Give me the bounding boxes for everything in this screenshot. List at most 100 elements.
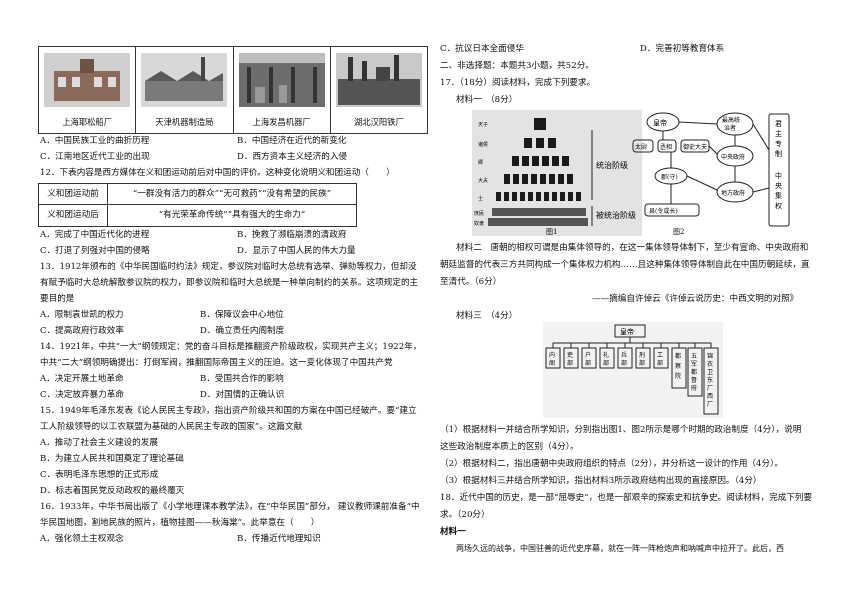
node-label: 最高统 <box>722 116 740 124</box>
q11-option: D．西方资本主义经济的入侵 <box>237 152 348 162</box>
figure-caption: 图2 <box>673 228 684 236</box>
q14-option: A．决定开展土地革命 <box>40 374 124 384</box>
node-label: 户 <box>585 351 591 359</box>
node-label: 地方政府 <box>721 189 745 197</box>
q13-option: C．提高政府行政效率 <box>40 326 124 336</box>
q17-heading: 17．（18分）阅读材料，完成下列要求。 <box>440 78 596 88</box>
q12-table: 义和团运动前 “一群没有活力的群众”“无可救药”“没有希望的民族” 义和团运动后… <box>38 183 357 227</box>
pyramid-graphic: 天子 诸侯 卿 大夫 士 庶民 奴隶 统治阶级 被统治阶级 图1 <box>472 110 642 236</box>
figure-caption: 图1 <box>546 228 557 236</box>
rank-label: 诸侯 <box>478 141 488 148</box>
question-line: 这些政治制度本质上的区别（4分）。 <box>440 442 579 452</box>
q15-line: 15．1949年毛泽东发表《论人民民主专政》，指出资产阶级共和国的方案在中国已经… <box>40 406 417 416</box>
q16-option: A．强化领土主权观念 <box>40 534 124 544</box>
q13-line: 13．1912年颁布的《中华民国临时约法》规定，参议院对临时大总统有选举、弹劾等… <box>40 262 417 272</box>
node-label: 锦 <box>707 352 713 360</box>
node-label: 礼 <box>603 351 609 359</box>
q15-line: 工人阶级领导的以工农联盟为基础的人民民主专政的国家”。这篇文献 <box>40 422 303 432</box>
table-row: 义和团运动前 “一群没有活力的群众”“无可救药”“没有希望的民族” <box>39 184 356 205</box>
node-label: 皇帝 <box>653 118 667 127</box>
q13-option: A．限制袁世凯的权力 <box>40 310 124 320</box>
q13-line: 有赋予临时大总统解散参议院的权力，即参议院和临时大总统是一种单向制约的关系。这项… <box>40 278 419 288</box>
node-label: 郡(守) <box>661 173 678 181</box>
node-label: 部 <box>639 359 645 367</box>
node-label: 都 <box>675 352 681 360</box>
q14-option: D．对国情的正确认识 <box>200 390 285 400</box>
node-label: 兵 <box>621 351 627 359</box>
rank-label: 奴隶 <box>474 220 484 227</box>
material-2-line: 至清代。（6分） <box>440 277 502 287</box>
node-label: 工 <box>657 352 663 359</box>
factory-photo <box>238 53 325 107</box>
question-line: 18．近代中国的历史，是一部“屈辱史”，也是一部艰辛的探索史和抗争史。阅读材料，… <box>440 493 813 503</box>
node-label: 君 <box>775 120 782 128</box>
q14-option: B．受国共合作的影响 <box>200 374 284 384</box>
node-label: 治者 <box>724 124 736 132</box>
node-label: 御史大夫 <box>683 143 707 151</box>
question-line: （3）根据材料三并结合所学知识，指出材料3所示政府结构出现的直接原因。（4分） <box>440 476 762 486</box>
node-label: 权 <box>775 201 782 210</box>
material-line: 两场久远的战争，中国驻善的近代史序幕，就在一阵一阵枪炮声和呐喊声中拉开了。此后，… <box>456 544 784 553</box>
node-label: 专 <box>775 139 782 148</box>
material-2-line: 材料二 唐朝的相权可谓是由集体领导的，在这一集体领导体制下，至少有宣命、中央政府… <box>456 243 809 253</box>
rank-label: 大夫 <box>478 177 488 184</box>
node-label: 丞相 <box>660 143 672 151</box>
node-label: 部 <box>585 359 591 367</box>
node-label: 军 <box>691 361 697 368</box>
q14-line: 14．1921年，中共“一大”纲领规定：党的奋斗目标是推翻资产阶级政权，实现共产… <box>40 342 422 352</box>
figure-1-pyramid: 天子 诸侯 卿 大夫 士 庶民 奴隶 统治阶级 被统治阶级 图1 <box>472 110 642 236</box>
material-label: 材料一 <box>440 527 466 537</box>
node-label: 主 <box>775 129 782 138</box>
question-line: （1）根据材料一并结合所学知识，分别指出图1、图2所示是哪个时期的政治制度（4分… <box>440 425 802 435</box>
q16-line: 华民国地图，割地民族的照片，植物挂图——秋海棠”。此举意在（ ） <box>40 518 320 528</box>
node-label: 中央政府 <box>721 153 745 161</box>
q12-option: A．完成了中国近代化的进程 <box>40 230 150 240</box>
node-label: 都 <box>691 368 697 376</box>
node-label: 厂 <box>707 401 713 408</box>
node-label: 府 <box>691 384 697 392</box>
rank-label: 庶民 <box>474 210 484 217</box>
node-label: 县(令或长) <box>649 207 678 215</box>
node-label: 内 <box>549 351 555 359</box>
table-cell-label: 义和团运动前 <box>39 184 108 204</box>
q11-option: C．江南地区近代工业的出现 <box>40 152 150 162</box>
node-label: 五 <box>691 353 697 360</box>
section-heading: 二、非选择题：本题共3小题，共52分。 <box>440 61 594 71</box>
photo-cell: 上海耶松船厂 <box>39 47 137 133</box>
q13-line: 要目的是 <box>40 294 75 304</box>
node-label: 东 <box>707 376 713 384</box>
node-label: 皇帝 <box>620 327 634 336</box>
node-label: 部 <box>621 359 627 367</box>
q12-option: C．打退了列强对中国的侵略 <box>40 246 150 256</box>
table-row: 义和团运动后 “有光荣革命传统”“具有强大的生命力” <box>39 205 356 226</box>
factory-photo <box>141 53 228 107</box>
material-label: 材料一 （8分） <box>456 95 518 105</box>
node-label: 中 <box>775 171 782 180</box>
government-diagram: 皇帝 最高统 治者 太尉 丞相 御史大夫 中央政府 郡(守) 县(令或长) 地方… <box>632 112 790 236</box>
photo-caption: 上海耶松船厂 <box>62 117 113 127</box>
photo-cell: 湖北汉阳铁厂 <box>331 47 427 133</box>
rank-label: 卿 <box>478 159 483 166</box>
node-label: 集 <box>775 191 782 200</box>
q11-option: B．中国经济在近代的新变化 <box>237 136 347 146</box>
node-label: 刑 <box>639 351 645 359</box>
q15-option: C．表明毛泽东思想的正式形成 <box>40 470 159 480</box>
node-label: 卫 <box>707 369 713 376</box>
q15-option: A．推动了社会主义建设的发展 <box>40 438 158 448</box>
node-label: 督 <box>691 376 697 384</box>
photo-cell: 上海发昌机器厂 <box>234 47 331 133</box>
q13-option: D．确立责任内阁制度 <box>200 326 285 336</box>
node-label: 衣 <box>707 360 713 368</box>
question-line: 求。（20分） <box>440 510 490 520</box>
node-label: 察 <box>675 362 681 370</box>
q16-option: C．抗议日本全面侵华 <box>440 44 524 54</box>
class-label: 被统治阶级 <box>596 210 636 220</box>
node-label: 部 <box>657 359 663 367</box>
node-label: 吏 <box>567 351 573 359</box>
photo-caption: 上海发昌机器厂 <box>252 117 311 127</box>
q16-option: D．完善初等教育体系 <box>640 44 725 54</box>
q15-option: B．为建立人民共和国奠定了理论基础 <box>40 454 184 464</box>
factory-photo <box>44 53 131 107</box>
q12-option: D．显示了中国人民的伟大力量 <box>237 246 356 256</box>
